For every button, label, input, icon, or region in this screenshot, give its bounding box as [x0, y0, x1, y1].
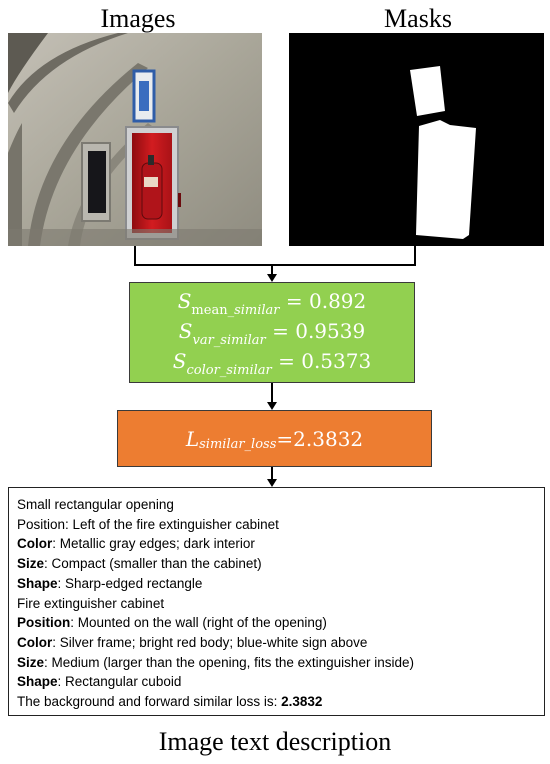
desc-line: Small rectangular opening [17, 497, 174, 512]
desc-line: Position: Left of the fire extinguisher … [17, 516, 279, 532]
mean-score-equals: = [279, 288, 309, 313]
color-similar-score: Scolor_similar = 0.5373 [173, 348, 371, 378]
desc-line: Shape: Sharp-edged rectangle [17, 575, 203, 591]
loss-sub: similar_loss [199, 437, 277, 452]
text-description-box: Small rectangular opening Position: Left… [8, 487, 545, 716]
merge-connector-down [271, 264, 273, 275]
images-title: Images [100, 4, 176, 33]
var-score-equals: = [265, 318, 296, 343]
tunnel-photo-graphic [8, 33, 262, 246]
desc-line: Shape: Rectangular cuboid [17, 674, 182, 690]
mask-graphic [289, 33, 544, 246]
mean-similar-score: Smean_similar = 0.892 [178, 288, 367, 318]
color-score-sub: color_similar [186, 362, 272, 378]
mask-image [289, 33, 544, 246]
similarity-scores-box: Smean_similar = 0.892 Svar_similar = 0.9… [129, 282, 415, 383]
mask-connector-vertical [414, 246, 416, 265]
var-similar-score: Svar_similar = 0.9539 [179, 318, 365, 348]
figure-caption: Image text description [158, 727, 392, 756]
mean-score-value: 0.892 [309, 288, 367, 313]
loss-value: 2.3832 [293, 426, 364, 451]
var-score-value: 0.9539 [295, 318, 366, 343]
loss-to-description-connector [271, 467, 273, 480]
desc-line: Fire extinguisher cabinet [17, 595, 165, 611]
desc-line: Size: Compact (smaller than the cabinet) [17, 556, 262, 572]
tunnel-photo [8, 33, 262, 246]
loss-symbol: L [185, 426, 200, 451]
var-score-sub: var_similar [192, 332, 266, 348]
color-score-equals: = [271, 348, 302, 373]
cabinet-mask-shape [416, 120, 476, 239]
mean-score-sub-upright: mean [191, 302, 228, 318]
masks-title: Masks [384, 4, 452, 33]
arrow-to-scores [267, 274, 277, 282]
photo-connector-vertical [134, 246, 136, 265]
sign-mask-shape [410, 66, 445, 116]
mean-score-symbol: S [177, 288, 192, 313]
desc-line: Size: Medium (larger than the opening, f… [17, 654, 414, 670]
desc-line: Color: Silver frame; bright red body; bl… [17, 634, 368, 650]
desc-line: Position: Mounted on the wall (right of … [17, 615, 327, 631]
color-score-value: 0.5373 [301, 348, 372, 373]
var-score-symbol: S [178, 318, 193, 343]
desc-line-loss-summary: The background and forward similar loss … [17, 694, 323, 710]
desc-line: Color: Metallic gray edges; dark interio… [17, 536, 255, 552]
arrow-to-loss [267, 402, 277, 410]
mean-score-sub-italic: _similar [227, 302, 280, 318]
scores-to-loss-connector [271, 383, 273, 403]
merge-connector-horizontal [134, 264, 416, 266]
loss-equals: = [276, 426, 294, 451]
summary-loss-value: 2.3832 [281, 694, 323, 710]
color-score-symbol: S [172, 348, 187, 373]
arrow-to-description [267, 479, 277, 487]
